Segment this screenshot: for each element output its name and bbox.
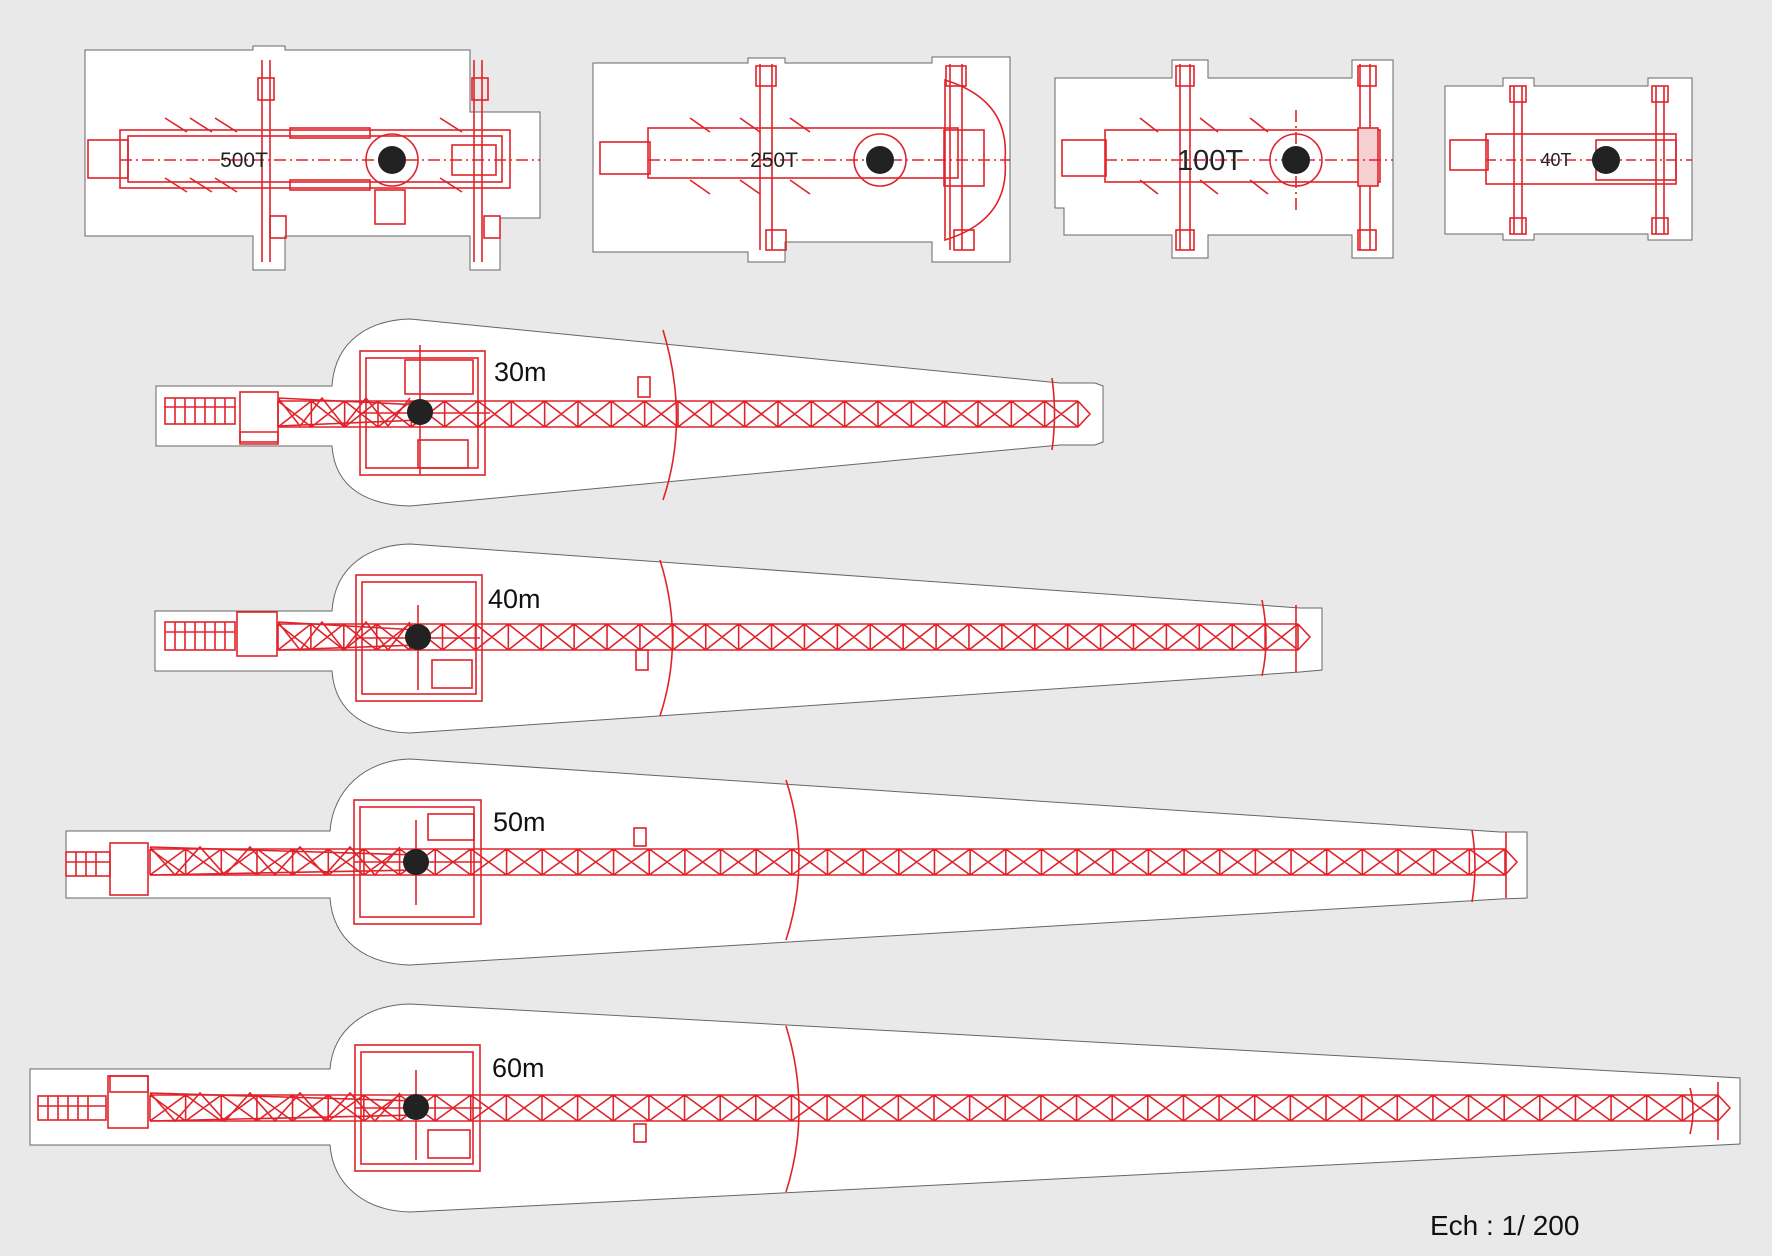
pivot-point <box>407 399 433 425</box>
crane-capacity-label: 40T <box>1540 150 1571 170</box>
crane-outline <box>599 64 1010 251</box>
pivot-point <box>405 624 431 650</box>
mobile-crane-40t: 40T <box>1444 77 1693 241</box>
crane-outline <box>164 559 1297 717</box>
crane-footprint-outline <box>1054 59 1394 259</box>
mobile-crane-100t: 100T <box>1054 59 1394 259</box>
counter-jib-lattice <box>277 396 421 428</box>
crane-footprint-outline <box>592 56 1011 263</box>
mobile-crane-250t: 250T <box>592 56 1011 263</box>
crane-outline <box>87 60 540 262</box>
pivot-point <box>403 1094 429 1120</box>
tower-crane-40m: 40m <box>154 543 1323 734</box>
crane-capacity-label: 500T <box>220 149 268 172</box>
jib-length-label: 50m <box>493 807 546 837</box>
crane-outline <box>37 1025 1719 1193</box>
counter-jib-lattice <box>149 1091 417 1123</box>
jib-length-label: 60m <box>492 1053 545 1083</box>
crane-outline <box>1449 85 1692 235</box>
pivot-point <box>866 146 894 174</box>
jib-lattice-path <box>277 623 1312 651</box>
crane-footprint-outline <box>65 758 1528 966</box>
pivot-point <box>1282 146 1310 174</box>
jib-lattice <box>149 1094 1732 1122</box>
scale-label: Ech : 1/ 200 <box>1430 1210 1579 1241</box>
jib-length-label: 30m <box>494 357 547 387</box>
jib-lattice-path <box>149 1094 1732 1122</box>
counter-jib-lattice <box>149 845 417 877</box>
jib-length-label: 40m <box>488 584 541 614</box>
crane-capacity-label: 100T <box>1177 145 1243 177</box>
counter-jib-lattice <box>277 620 419 652</box>
crane-footprint-outline <box>29 1003 1741 1213</box>
crane-footprint-outline <box>84 45 541 271</box>
crane-footprint-outline <box>1444 77 1693 241</box>
crane-outline <box>65 779 1507 941</box>
pivot-point <box>378 146 406 174</box>
tower-crane-50m: 50m <box>65 758 1528 966</box>
crane-outline <box>164 329 1056 501</box>
pivot-point <box>403 849 429 875</box>
tower-crane-60m: 60m <box>29 1003 1741 1213</box>
crane-capacity-label: 250T <box>750 149 798 172</box>
pivot-point <box>1592 146 1620 174</box>
mobile-crane-500t: 500T <box>84 45 541 271</box>
jib-lattice <box>149 848 1519 876</box>
jib-lattice-path <box>149 848 1519 876</box>
tower-crane-30m: 30m <box>155 318 1104 507</box>
jib-lattice <box>277 623 1312 651</box>
